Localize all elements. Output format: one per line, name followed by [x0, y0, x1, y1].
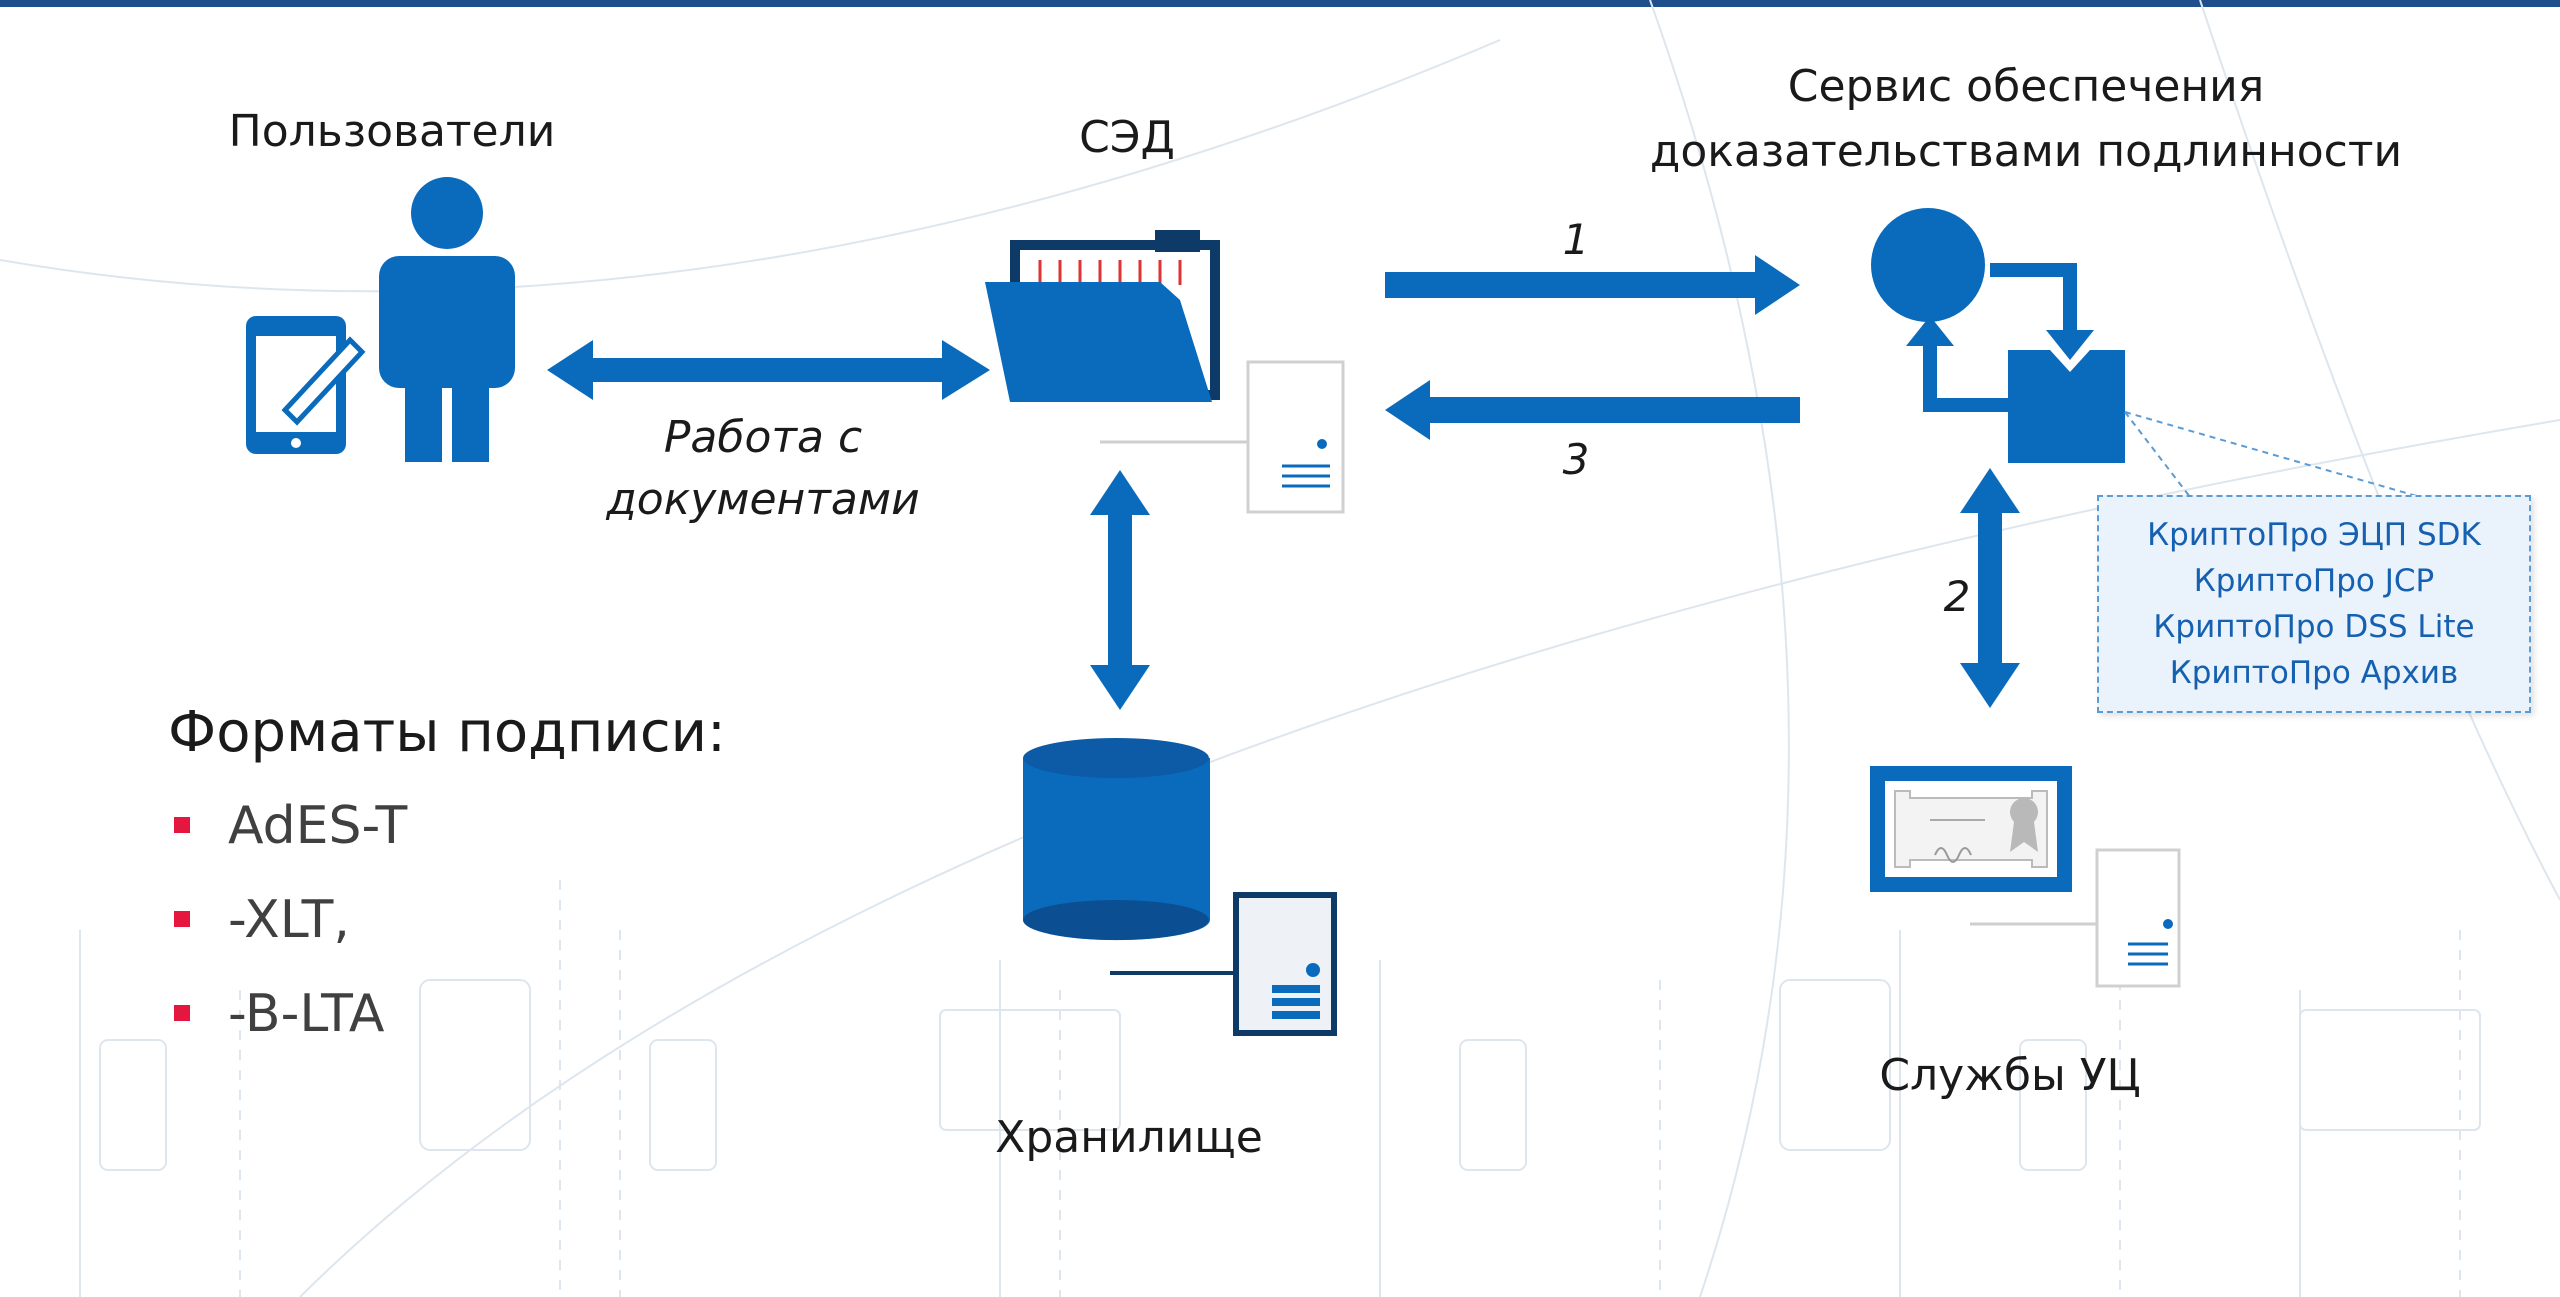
format-item: AdES-T: [168, 779, 726, 873]
cycle-process-icon: [1871, 208, 2421, 498]
header-bar: [0, 0, 2560, 7]
certificate-icon: [1870, 766, 2072, 892]
format-item-label: -B-LTA: [228, 984, 385, 1044]
format-item-label: -XLT,: [228, 890, 350, 950]
storage-label: Хранилище: [995, 1112, 1263, 1163]
bullet-icon: [174, 1005, 190, 1021]
work-label-line2: документами: [606, 474, 920, 525]
bullet-icon: [174, 911, 190, 927]
product-item: КриптоПро DSS Lite: [2153, 609, 2475, 645]
sed-label: СЭД: [1079, 112, 1175, 163]
work-label-line1: Работа с: [663, 412, 863, 463]
server-icon: [1100, 360, 1345, 514]
step-1-label: 1: [1562, 215, 1590, 264]
storage-server-icon: [1110, 892, 1337, 1036]
arrow-step-1: [1385, 255, 1800, 315]
cryptopro-products-box: КриптоПро ЭЦП SDK КриптоПро JCP КриптоПр…: [2097, 495, 2531, 713]
users-label: Пользователи: [228, 106, 556, 157]
service-label-line2: доказательствами подлинности: [1649, 126, 2403, 177]
product-item: КриптоПро JCP: [2193, 563, 2435, 599]
ca-services-label: Службы УЦ: [1879, 1050, 2141, 1101]
ca-server-icon: [1970, 848, 2181, 988]
signature-formats: Форматы подписи: AdES-T -XLT, -B-LTA: [168, 700, 726, 1061]
tablet-icon: [246, 316, 366, 454]
step-3-label: 3: [1562, 435, 1590, 484]
formats-title: Форматы подписи:: [168, 700, 726, 765]
arrow-step-3: [1385, 380, 1800, 440]
formats-list: AdES-T -XLT, -B-LTA: [168, 779, 726, 1061]
arrow-step-2: [1960, 468, 2020, 708]
service-label-line1: Сервис обеспечения: [1787, 61, 2265, 112]
database-icon: [1023, 738, 1210, 941]
product-item: КриптоПро ЭЦП SDK: [2147, 517, 2481, 553]
product-item: КриптоПро Архив: [2169, 655, 2459, 691]
step-2-label: 2: [1943, 572, 1971, 621]
folder-icon: [985, 230, 1220, 402]
format-item-label: AdES-T: [228, 796, 408, 856]
user-icon: [379, 177, 515, 462]
format-item: -XLT,: [168, 873, 726, 967]
storage-arrow: [1090, 470, 1150, 710]
bullet-icon: [174, 817, 190, 833]
format-item: -B-LTA: [168, 967, 726, 1061]
documents-arrow: [547, 340, 990, 400]
